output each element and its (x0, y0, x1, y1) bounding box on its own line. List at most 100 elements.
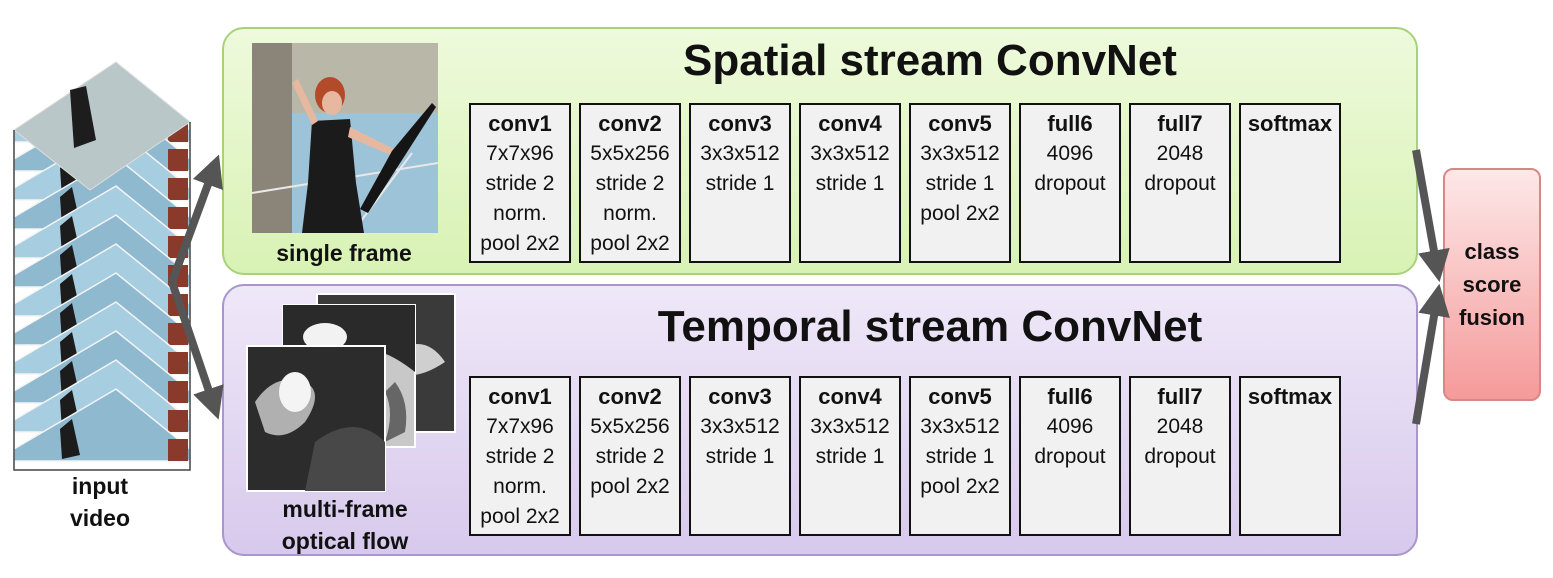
video-top-figure (70, 86, 96, 148)
layer-param: 2048 (1156, 142, 1204, 165)
layer-param: norm. (603, 202, 657, 225)
video-frame-edge (168, 294, 188, 316)
video-frame-figure (60, 419, 80, 459)
temporal-layer-conv1: conv1 7x7x96 stride 2 norm. pool 2x2 (469, 376, 571, 536)
fusion-line3: fusion (1459, 305, 1525, 330)
layer-param: 3x3x512 (700, 142, 780, 165)
layer-name: conv2 (598, 111, 662, 136)
spatial-layer-row: conv1 7x7x96 stride 2 norm. pool 2x2 conv2 5x5… (469, 103, 1341, 263)
layer-name: full7 (1157, 111, 1203, 136)
video-frame-edge (168, 410, 188, 432)
layer-param: pool 2x2 (590, 475, 670, 498)
spatial-layer-softmax: softmax (1239, 103, 1341, 263)
temporal-layer-conv3: conv3 3x3x512 stride 1 (689, 376, 791, 536)
layer-param: pool 2x2 (480, 232, 560, 255)
layer-param: 3x3x512 (700, 415, 780, 438)
layer-name: conv1 (488, 111, 552, 136)
layer-name: conv5 (928, 111, 992, 136)
temporal-layer-full7: full7 2048 dropout (1129, 376, 1231, 536)
spatial-layer-conv2: conv2 5x5x256 stride 2 norm. pool 2x2 (579, 103, 681, 263)
layer-param: dropout (1034, 172, 1106, 195)
video-frame-edge (168, 439, 188, 461)
layer-param: 5x5x256 (590, 142, 670, 165)
layer-param: 7x7x96 (486, 142, 554, 165)
layer-param: 3x3x512 (920, 142, 1000, 165)
class-score-fusion-box: class score fusion (1443, 168, 1541, 401)
layer-name: conv1 (488, 384, 552, 409)
spatial-layer-conv5: conv5 3x3x512 stride 1 pool 2x2 (909, 103, 1011, 263)
layer-param: pool 2x2 (920, 475, 1000, 498)
layer-param: norm. (493, 475, 547, 498)
single-frame-image (252, 43, 438, 233)
video-frame-edge (168, 381, 188, 403)
layer-param: stride 1 (815, 445, 885, 468)
video-frame-edge (168, 265, 188, 287)
layer-param: dropout (1144, 445, 1216, 468)
layer-param: 4096 (1046, 415, 1094, 438)
layer-param: stride 2 (485, 445, 555, 468)
temporal-layer-softmax: softmax (1239, 376, 1341, 536)
spatial-stream-title: Spatial stream ConvNet (683, 36, 1177, 85)
video-frame-edge (168, 236, 188, 258)
layer-name: conv5 (928, 384, 992, 409)
layer-param: dropout (1144, 172, 1216, 195)
layer-param: norm. (493, 202, 547, 225)
layer-param: 2048 (1156, 415, 1204, 438)
layer-param: 5x5x256 (590, 415, 670, 438)
fusion-line2: score (1462, 272, 1522, 297)
temporal-stream-title: Temporal stream ConvNet (657, 302, 1203, 351)
video-frame-edge (168, 207, 188, 229)
video-frame-edge (168, 149, 188, 171)
layer-param: stride 1 (925, 445, 995, 468)
layer-param: pool 2x2 (480, 505, 560, 528)
layer-param: 7x7x96 (486, 415, 554, 438)
layer-name: conv4 (818, 111, 882, 136)
temporal-layer-full6: full6 4096 dropout (1019, 376, 1121, 536)
video-frame-edge (168, 352, 188, 374)
fusion-line1: class (1464, 239, 1520, 264)
layer-name: conv3 (708, 384, 772, 409)
layer-param: stride 1 (705, 445, 775, 468)
layer-param: 3x3x512 (920, 415, 1000, 438)
layer-param: stride 1 (705, 172, 775, 195)
layer-param: dropout (1034, 445, 1106, 468)
layer-name: softmax (1247, 111, 1333, 136)
layer-name: conv2 (598, 384, 662, 409)
layer-param: 3x3x512 (810, 142, 890, 165)
spatial-layer-full6: full6 4096 dropout (1019, 103, 1121, 263)
layer-param: pool 2x2 (590, 232, 670, 255)
arrow-spatial-to-fusion (1412, 149, 1450, 283)
layer-param: stride 2 (595, 445, 665, 468)
layer-name: conv3 (708, 111, 772, 136)
layer-param: 3x3x512 (810, 415, 890, 438)
layer-param: stride 1 (815, 172, 885, 195)
spatial-layer-conv4: conv4 3x3x512 stride 1 (799, 103, 901, 263)
input-caption-line1: input (71, 473, 129, 499)
input-video-stack (13, 61, 191, 471)
optical-flow-caption: multi-frame optical flow (250, 493, 440, 557)
layer-param: 4096 (1046, 142, 1094, 165)
layer-name: full7 (1157, 384, 1203, 409)
layer-param: pool 2x2 (920, 202, 1000, 225)
spatial-layer-conv1: conv1 7x7x96 stride 2 norm. pool 2x2 (469, 103, 571, 263)
arrow-temporal-to-fusion (1412, 283, 1450, 425)
layer-name: softmax (1247, 384, 1333, 409)
flow-caption-line1: multi-frame (282, 496, 408, 522)
optical-flow-image-stack (246, 293, 456, 492)
layer-name: conv4 (818, 384, 882, 409)
layer-param: stride 1 (925, 172, 995, 195)
layer-param: stride 2 (595, 172, 665, 195)
video-frame-edge (168, 323, 188, 345)
layer-name: full6 (1047, 384, 1093, 409)
temporal-layer-row: conv1 7x7x96 stride 2 norm. pool 2x2 conv2 5x5… (469, 376, 1341, 536)
layer-name: full6 (1047, 111, 1093, 136)
input-caption-line2: video (69, 505, 131, 531)
flow-caption-line2: optical flow (281, 528, 409, 554)
temporal-layer-conv2: conv2 5x5x256 stride 2 pool 2x2 (579, 376, 681, 536)
temporal-layer-conv5: conv5 3x3x512 stride 1 pool 2x2 (909, 376, 1011, 536)
layer-param: stride 2 (485, 172, 555, 195)
input-video-caption: input video (40, 470, 160, 534)
video-frame-edge (168, 178, 188, 200)
temporal-layer-conv4: conv4 3x3x512 stride 1 (799, 376, 901, 536)
single-frame-caption: single frame (276, 240, 412, 266)
